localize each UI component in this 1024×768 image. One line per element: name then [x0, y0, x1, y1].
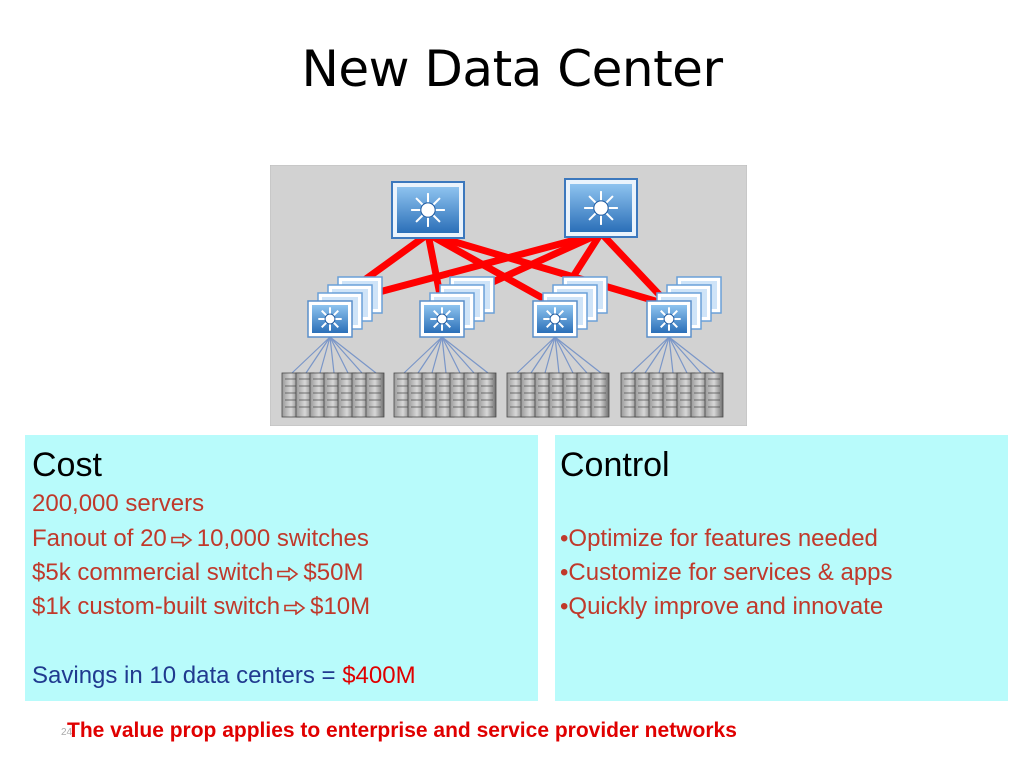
uplink-line — [424, 230, 673, 309]
slide-title: New Data Center — [301, 40, 723, 98]
cost-heading: Cost — [32, 446, 102, 484]
cost-commercial-line: $5k commercial switch $50M — [32, 559, 363, 587]
cost-custom-label: $1k custom-built switch — [32, 593, 281, 620]
edge-switches — [307, 276, 722, 338]
edge-switch-icon — [646, 276, 722, 338]
cost-custom-value: $10M — [310, 593, 371, 620]
cost-fanout-label: Fanout of 20 — [32, 525, 167, 552]
core-switch-icon — [391, 181, 465, 239]
edge-switch-icon — [532, 276, 608, 338]
edge-switch-icon — [419, 276, 495, 338]
cost-servers-line: 200,000 servers — [32, 490, 205, 517]
server-racks — [281, 372, 724, 418]
core-switches — [391, 178, 638, 239]
cost-panel: Cost 200,000 servers Fanout of 20 10,000 … — [25, 435, 538, 701]
savings-label: Savings in 10 data centers = — [32, 662, 343, 689]
hollow-arrow-icon — [277, 566, 299, 581]
core-switch-icon — [564, 178, 638, 238]
server-rack-icon — [393, 372, 497, 418]
server-fanout-lines — [291, 336, 716, 374]
slide-number: 24 — [61, 727, 73, 738]
server-rack-icon — [281, 372, 385, 418]
uplink-line — [424, 230, 559, 309]
control-bullet: •Quickly improve and innovate — [560, 593, 884, 620]
cost-commercial-value: $50M — [303, 559, 364, 586]
cost-fanout-line: Fanout of 20 10,000 switches — [32, 525, 369, 553]
control-bullet: •Customize for services & apps — [560, 559, 893, 586]
cost-savings-line: Savings in 10 data centers = $400M — [32, 662, 416, 690]
control-panel: Control •Optimize for features needed •C… — [555, 435, 1008, 701]
control-bullet: •Optimize for features needed — [560, 525, 878, 552]
cost-custom-line: $1k custom-built switch $10M — [32, 593, 370, 621]
cost-fanout-value: 10,000 switches — [196, 525, 369, 552]
footer-note: The value prop applies to enterprise and… — [67, 719, 737, 742]
hollow-arrow-icon — [170, 532, 193, 547]
network-topology-diagram — [270, 165, 747, 426]
control-heading: Control — [560, 446, 670, 484]
hollow-arrow-icon — [284, 600, 306, 615]
cost-commercial-label: $5k commercial switch — [32, 559, 274, 586]
edge-switch-icon — [307, 276, 383, 338]
server-rack-icon — [506, 372, 610, 418]
server-rack-icon — [620, 372, 724, 418]
savings-value: $400M — [342, 662, 416, 689]
